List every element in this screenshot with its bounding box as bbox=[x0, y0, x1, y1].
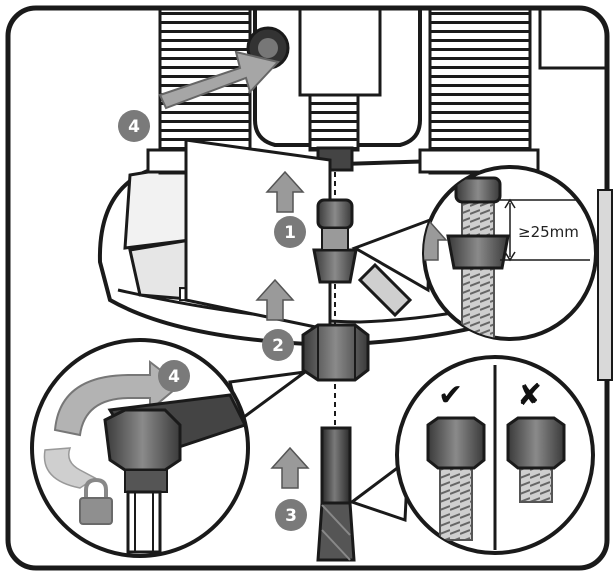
collet bbox=[312, 198, 358, 284]
step-badge-1: 1 bbox=[274, 216, 306, 248]
svg-text:4: 4 bbox=[168, 367, 180, 387]
insertion-depth-label: ≥25mm bbox=[518, 223, 579, 241]
svg-text:2: 2 bbox=[272, 336, 284, 356]
up-arrow-icon bbox=[270, 446, 310, 489]
wrong-example-nut bbox=[506, 416, 566, 470]
inset-tightening bbox=[30, 338, 306, 558]
step-badge-4-inset: 4 bbox=[158, 360, 190, 392]
svg-text:4: 4 bbox=[128, 117, 140, 137]
step-badge-4-top: 4 bbox=[118, 110, 150, 142]
step-badge-3: 3 bbox=[275, 499, 307, 531]
cross-icon: ✘ bbox=[517, 378, 542, 413]
up-arrow-icon bbox=[265, 170, 305, 213]
up-arrow-icon bbox=[255, 278, 295, 321]
correct-example-bit bbox=[439, 459, 473, 541]
correct-example-nut bbox=[426, 416, 486, 470]
inset-insertion-depth: ≥25mm bbox=[351, 165, 598, 341]
inset-correct-vs-wrong: ✔ ✘ bbox=[348, 355, 595, 555]
press-arrow-icon bbox=[158, 50, 280, 110]
right-spring-column bbox=[428, 8, 532, 175]
step-badge-2: 2 bbox=[262, 329, 294, 361]
collet-nut bbox=[301, 323, 370, 382]
side-tab bbox=[597, 189, 613, 381]
svg-text:3: 3 bbox=[285, 506, 297, 526]
svg-text:1: 1 bbox=[284, 223, 296, 243]
router-illustration bbox=[97, 8, 607, 562]
check-icon: ✔ bbox=[438, 378, 463, 413]
spindle-thread bbox=[308, 93, 360, 152]
lock-icon bbox=[79, 477, 113, 525]
router-bit bbox=[316, 426, 356, 562]
